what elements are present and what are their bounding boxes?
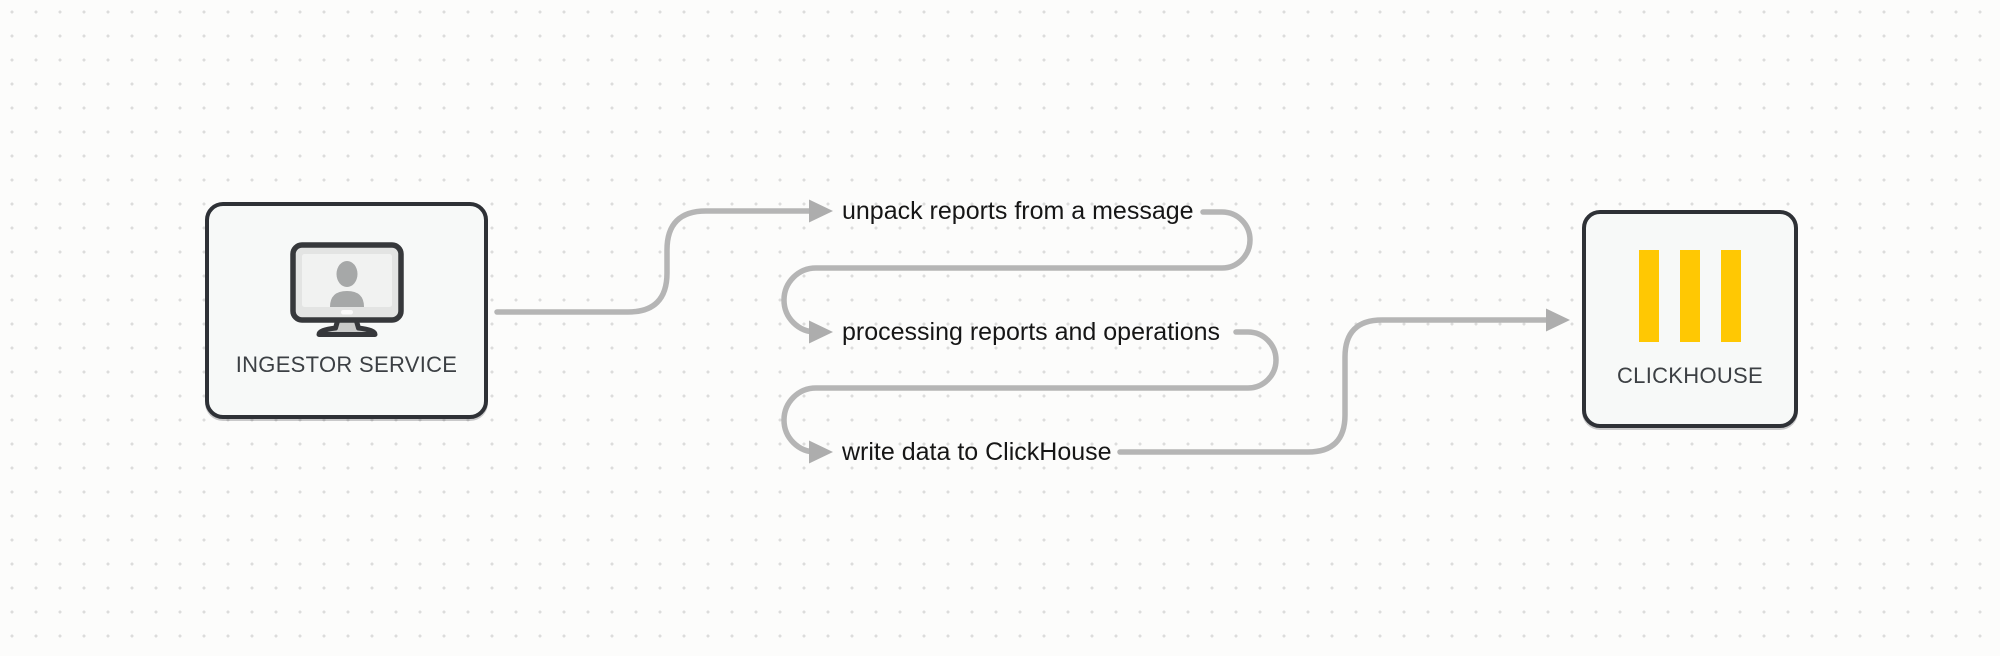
arrowhead-icon (809, 440, 833, 464)
step-label-unpack-reports: unpack reports from a message (842, 197, 1194, 225)
clickhouse-logo-icon (1639, 250, 1741, 342)
arrowhead-icon (1546, 308, 1570, 332)
step-label-processing-reports: processing reports and operations (842, 318, 1221, 346)
step-label-write-data: write data to ClickHouse (842, 438, 1112, 466)
node-ingestor-service: INGESTOR SERVICE (205, 202, 488, 419)
node-label-ingestor-service: INGESTOR SERVICE (235, 352, 458, 377)
arrowhead-icon (809, 199, 833, 223)
connector-ingestor-to-step1 (494, 208, 813, 315)
monitor-user-icon (289, 242, 404, 337)
connector-step2-to-step3 (781, 329, 1279, 455)
connector-step1-to-step2 (781, 209, 1253, 335)
arrowhead-icon (809, 320, 833, 344)
node-clickhouse: CLICKHOUSE (1582, 210, 1798, 428)
node-label-clickhouse: CLICKHOUSE (1616, 363, 1764, 388)
